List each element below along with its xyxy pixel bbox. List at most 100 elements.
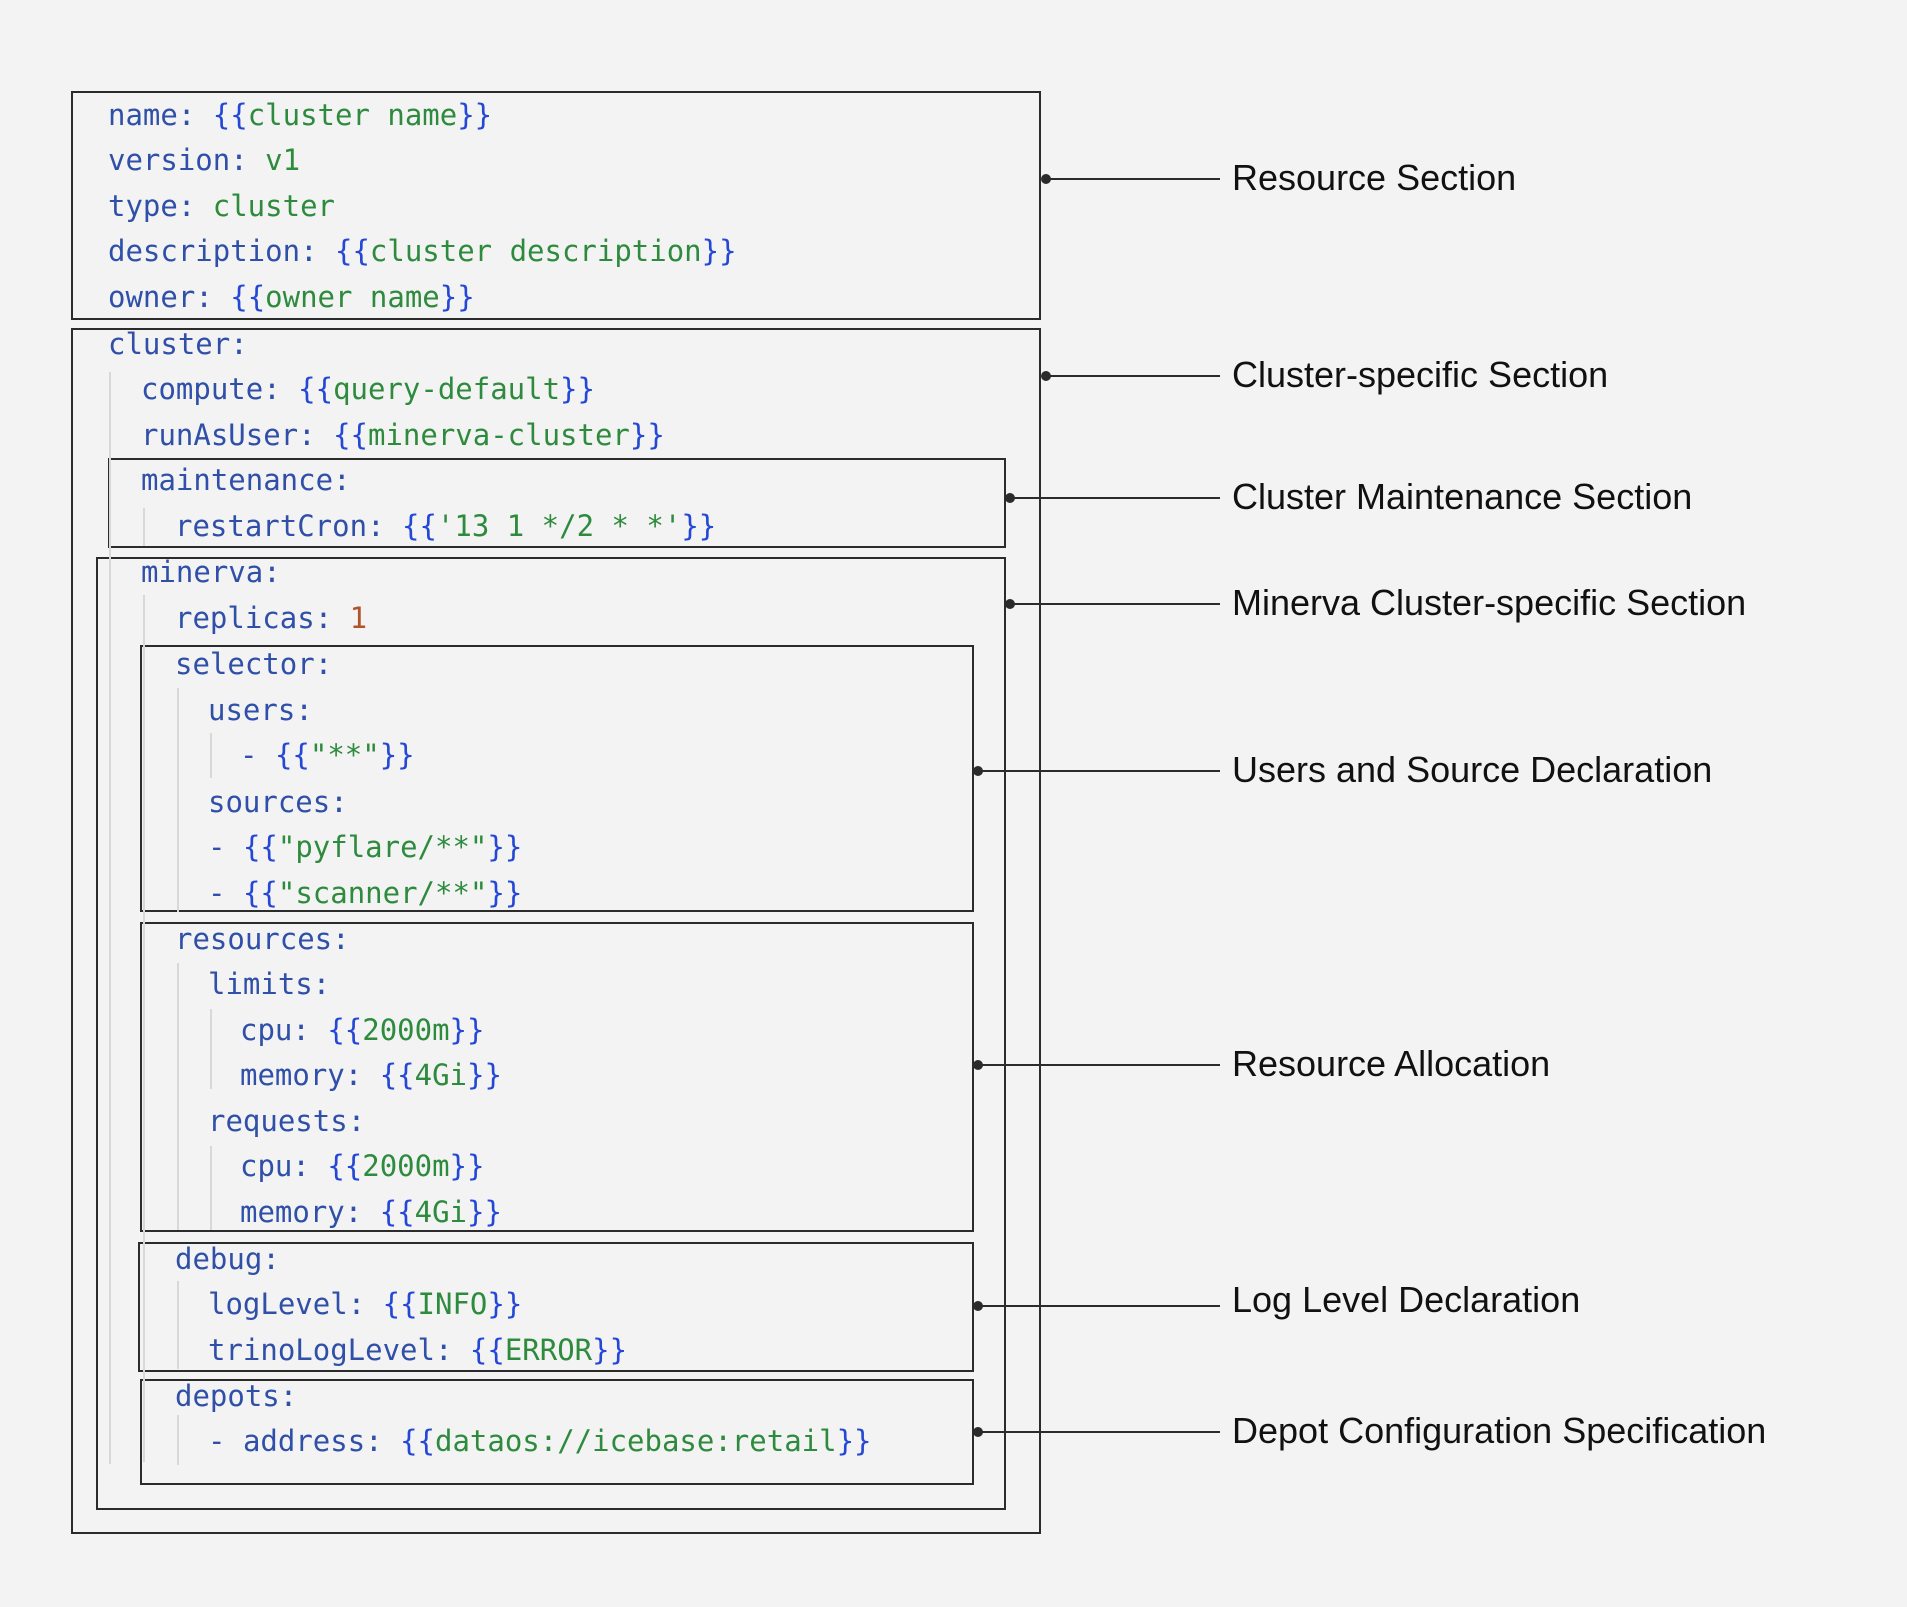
label-depot-configuration-specification: Depot Configuration Specification xyxy=(1232,1410,1767,1451)
indent-guide xyxy=(177,688,179,912)
code-line-name: name: {{cluster name}} xyxy=(108,98,493,132)
connector-dot xyxy=(1041,174,1051,184)
code-line-cluster: cluster: xyxy=(108,327,248,361)
selector-section-frame xyxy=(140,645,974,912)
code-line-minerva: minerva: xyxy=(141,555,281,589)
code-line-sources: sources: xyxy=(208,785,348,819)
minerva-section-frame xyxy=(96,557,1006,1510)
code-key: minerva xyxy=(141,555,264,589)
code-value: {{query-default}} xyxy=(298,372,595,406)
code-line-type: type: cluster xyxy=(108,189,335,223)
label-resource-allocation: Resource Allocation xyxy=(1232,1043,1551,1084)
code-line-version: version: v1 xyxy=(108,143,301,177)
indent-guide xyxy=(177,963,179,1230)
code-dash: - xyxy=(208,1424,226,1458)
debug-section-frame xyxy=(138,1242,974,1372)
connector-dot xyxy=(1005,599,1015,609)
indent-guide xyxy=(210,733,212,778)
code-dash: - xyxy=(240,738,258,772)
code-value: {{2000m}} xyxy=(327,1013,485,1047)
cluster-section-frame xyxy=(71,328,1041,1534)
code-key: resources xyxy=(175,922,333,956)
code-value: {{"scanner/**"}} xyxy=(242,876,523,910)
code-line-selector: selector: xyxy=(175,647,333,681)
code-key: version xyxy=(108,143,231,177)
code-line-description: description: {{cluster description}} xyxy=(108,234,737,268)
code-key: type xyxy=(108,189,178,223)
code-line-replicas: replicas: 1 xyxy=(175,601,368,635)
code-dash: - xyxy=(208,830,226,864)
code-key: selector xyxy=(175,647,315,681)
code-key: logLevel xyxy=(208,1287,348,1321)
indent-guide xyxy=(109,372,111,1464)
code-line-sources-item-1: - {{"pyflare/**"}} xyxy=(208,833,522,862)
code-key: maintenance xyxy=(141,463,334,497)
code-line-users: users: xyxy=(208,693,313,727)
code-key: users xyxy=(208,693,296,727)
code-line-runasuser: runAsUser: {{minerva-cluster}} xyxy=(141,418,665,452)
label-cluster-maintenance-section: Cluster Maintenance Section xyxy=(1232,476,1693,517)
code-value: {{"**"}} xyxy=(274,738,415,772)
code-key: restartCron xyxy=(175,509,368,543)
label-cluster-specific-section: Cluster-specific Section xyxy=(1232,354,1609,395)
code-key: debug xyxy=(175,1242,263,1276)
code-key: cpu xyxy=(240,1013,293,1047)
connector-dot xyxy=(1005,493,1015,503)
code-value: 1 xyxy=(349,601,368,635)
code-line-trinologlevel: trinoLogLevel: {{ERROR}} xyxy=(208,1333,628,1367)
code-key: replicas xyxy=(175,601,315,635)
resource-section-frame xyxy=(71,91,1041,320)
code-value: {{owner name}} xyxy=(230,280,475,314)
code-line-limits-cpu: cpu: {{2000m}} xyxy=(240,1013,485,1047)
code-line-owner: owner: {{owner name}} xyxy=(108,280,475,314)
code-value: {{"pyflare/**"}} xyxy=(242,830,523,864)
code-key: depots xyxy=(175,1379,280,1413)
label-log-level-declaration: Log Level Declaration xyxy=(1232,1279,1581,1320)
code-line-limits: limits: xyxy=(208,967,331,1001)
indent-guide xyxy=(143,595,145,1462)
code-key: address xyxy=(242,1424,366,1458)
code-value: {{'13 1 */2 * *'}} xyxy=(401,509,717,543)
label-users-and-source-declaration: Users and Source Declaration xyxy=(1232,749,1713,790)
code-line-requests-cpu: cpu: {{2000m}} xyxy=(240,1149,485,1183)
connector-dot xyxy=(973,766,983,776)
indent-guide xyxy=(143,508,145,546)
indent-guide xyxy=(177,1415,179,1465)
code-key: cluster xyxy=(108,327,231,361)
code-line-resources: resources: xyxy=(175,922,350,956)
code-line-requests-memory: memory: {{4Gi}} xyxy=(240,1195,502,1229)
code-key: memory xyxy=(240,1195,345,1229)
code-key: name xyxy=(108,98,178,132)
code-line-limits-memory: memory: {{4Gi}} xyxy=(240,1058,502,1092)
code-line-sources-item-2: - {{"scanner/**"}} xyxy=(208,879,522,908)
code-key: runAsUser xyxy=(141,418,299,452)
code-value: {{dataos://icebase:retail}} xyxy=(400,1424,872,1458)
code-line-users-item: - {{"**"}} xyxy=(240,741,415,770)
code-value: {{2000m}} xyxy=(327,1149,485,1183)
resources-section-frame xyxy=(140,922,974,1232)
code-line-requests: requests: xyxy=(208,1104,366,1138)
indent-guide xyxy=(210,1009,212,1089)
code-key: trinoLogLevel xyxy=(208,1333,435,1367)
code-value: {{4Gi}} xyxy=(379,1195,502,1229)
connector-dot xyxy=(1041,371,1051,381)
code-line-loglevel: logLevel: {{INFO}} xyxy=(208,1287,523,1321)
code-key: compute xyxy=(141,372,264,406)
code-value: v1 xyxy=(265,143,301,177)
code-line-address: - address: {{dataos://icebase:retail}} xyxy=(208,1424,872,1458)
code-key: owner xyxy=(108,280,196,314)
code-key: description xyxy=(108,234,301,268)
code-dash: - xyxy=(208,876,226,910)
code-key: sources xyxy=(208,785,331,819)
code-key: cpu xyxy=(240,1149,293,1183)
code-line-maintenance: maintenance: xyxy=(141,463,351,497)
code-value: {{4Gi}} xyxy=(379,1058,502,1092)
code-value: cluster xyxy=(212,189,335,223)
code-value: {{ERROR}} xyxy=(469,1333,628,1367)
indent-guide xyxy=(210,1146,212,1230)
code-value: {{cluster description}} xyxy=(334,234,737,268)
code-key: limits xyxy=(208,967,313,1001)
label-resource-section: Resource Section xyxy=(1232,157,1517,198)
code-value: {{INFO}} xyxy=(382,1287,523,1321)
